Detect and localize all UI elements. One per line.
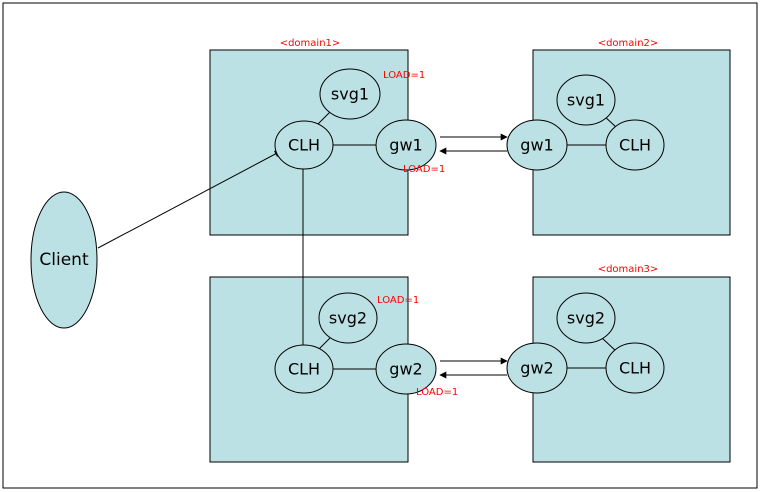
d3-gw2-label: gw2 [520,359,553,378]
load-d4-svg2: LOAD=1 [377,295,419,306]
d1-svg1-node [319,68,381,120]
d2-clh-label: CLH [619,136,651,155]
d1-gw1-label: gw1 [389,136,422,155]
arrow-client-to-clh [97,150,282,249]
domain3-label: <domain3> [598,264,659,275]
d1-gw1-node [375,119,437,171]
d3-clh-label: CLH [619,359,651,378]
d4-clh-node [274,344,334,394]
d4-gw2-node [375,343,437,395]
d2-gw1-label: gw1 [520,136,553,155]
d2-svg1-label: svg1 [567,91,605,110]
d1-svg1-label: svg1 [331,85,369,104]
d4-clh-label: CLH [288,360,320,379]
d4-gw2-label: gw2 [389,360,422,379]
d4-svg2-node [318,292,378,344]
edge-d4-clh-svg2 [317,337,331,351]
d2-gw1-node [506,119,568,171]
d2-clh-node [605,119,665,171]
client-node [30,191,98,329]
d1-clh-node [274,120,334,170]
load-d4-gw2: LOAD=1 [416,387,458,398]
client-label: Client [39,250,89,270]
load-d1-svg1: LOAD=1 [383,70,425,81]
d2-svg1-node [556,74,616,126]
d3-svg2-label: svg2 [567,309,605,328]
domain1-label: <domain1> [280,38,341,49]
d4-svg2-label: svg2 [329,309,367,328]
load-d1-gw1: LOAD=1 [403,164,445,175]
d1-clh-label: CLH [288,136,320,155]
d3-gw2-node [506,342,568,394]
d3-svg2-node [556,292,616,344]
d3-clh-node [605,342,665,394]
domain2-label: <domain2> [598,38,659,49]
